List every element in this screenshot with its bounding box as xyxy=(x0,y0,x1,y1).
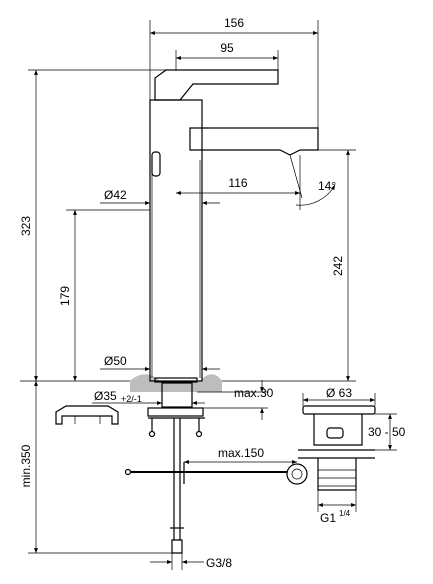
label-14: 14° xyxy=(318,179,336,193)
label-35-tolerance: +2/-1 xyxy=(121,394,142,404)
label-156: 156 xyxy=(224,16,244,30)
dim-max30: max.30 xyxy=(197,380,274,420)
label-323: 323 xyxy=(19,216,33,236)
dim-35: Ø35 +2/-1 xyxy=(92,389,205,405)
label-30-50: 30 - 50 xyxy=(368,425,406,439)
label-max150: max.150 xyxy=(218,446,264,460)
label-95: 95 xyxy=(220,41,234,55)
dim-30-50: 30 - 50 xyxy=(368,413,406,451)
dim-63: Ø 63 xyxy=(302,386,376,406)
mounting-assembly xyxy=(147,382,205,554)
dim-242: 242 xyxy=(222,149,356,382)
dim-min350: min.350 xyxy=(19,381,172,554)
dim-50: Ø50 xyxy=(100,354,220,371)
dim-14-deg: 14° xyxy=(289,154,336,206)
label-50: Ø50 xyxy=(104,354,127,368)
dim-g3-8: G3/8 xyxy=(150,553,232,570)
faucet-body xyxy=(149,69,319,383)
label-242: 242 xyxy=(331,256,345,276)
countertop xyxy=(20,374,222,392)
clamp-bracket xyxy=(55,405,119,425)
label-35: Ø35 xyxy=(94,389,117,403)
label-g1-superscript: 1/4 xyxy=(339,509,351,518)
dim-g1-1-4: G1 1/4 xyxy=(317,490,357,525)
label-g1: G1 xyxy=(320,511,336,525)
label-42: Ø42 xyxy=(104,188,127,202)
dim-max150: max.150 xyxy=(184,446,297,464)
dim-179: 179 xyxy=(58,209,150,381)
label-min350: min.350 xyxy=(19,444,33,487)
label-63: Ø 63 xyxy=(326,386,352,400)
dim-95: 95 xyxy=(175,41,279,70)
label-g3-8: G3/8 xyxy=(206,556,232,570)
label-179: 179 xyxy=(58,286,72,306)
dim-42: Ø42 xyxy=(100,188,220,205)
dim-116: 116 xyxy=(176,155,301,210)
pop-up-waste xyxy=(124,405,376,491)
label-116: 116 xyxy=(228,176,247,190)
dim-323: 323 xyxy=(19,69,166,381)
label-max30: max.30 xyxy=(234,386,274,400)
dim-156: 156 xyxy=(149,16,319,128)
